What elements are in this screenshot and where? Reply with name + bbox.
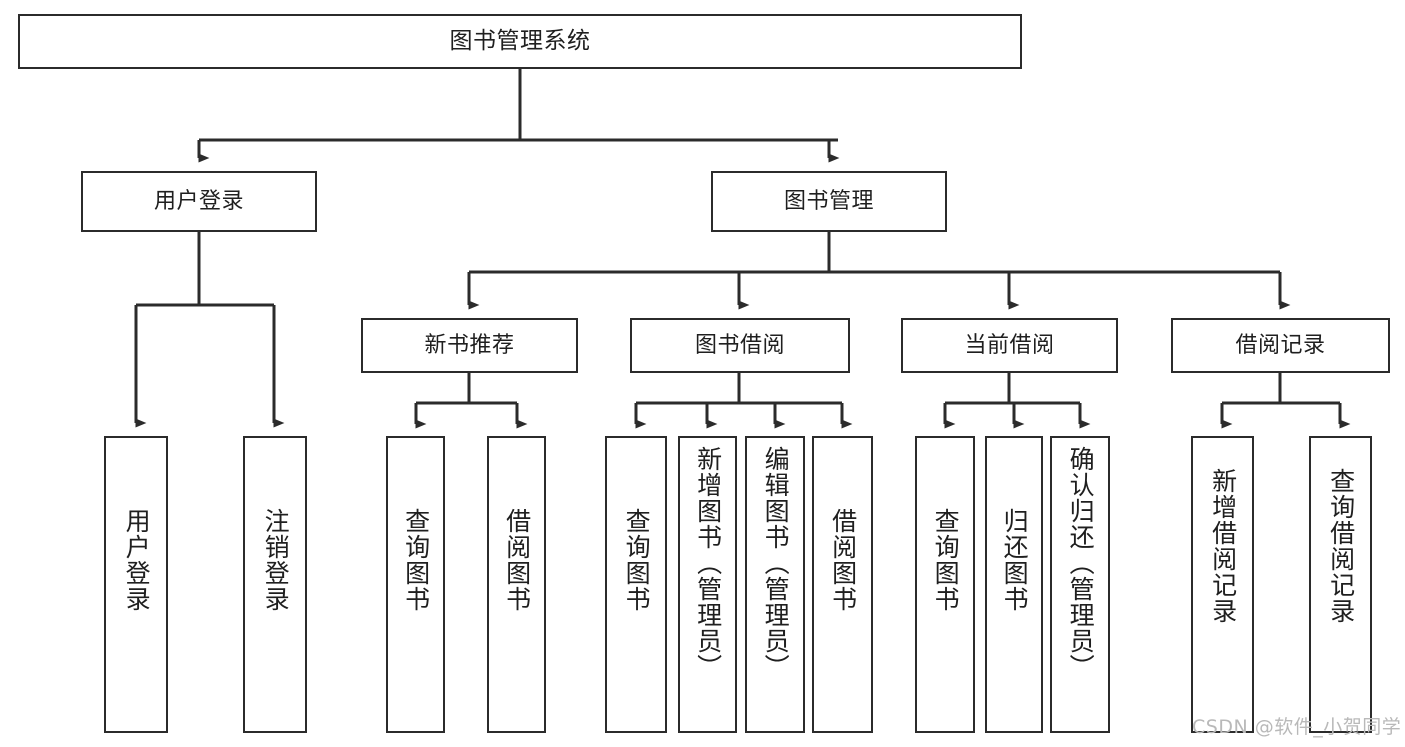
node-leaf-confirm-return-admin-label: 确认归还（管理员） xyxy=(1066,446,1096,680)
node-leaf-borrow-book[interactable]: 借阅图书 xyxy=(812,436,873,733)
csdn-watermark: CSDN @软件_小贺同学 xyxy=(1192,716,1402,738)
node-leaf-query-borrow-record-label: 查询借阅记录 xyxy=(1326,468,1356,624)
node-leaf-query-book-rec-label: 查询图书 xyxy=(401,508,431,612)
node-leaf-user-login-label: 用户登录 xyxy=(122,508,152,612)
node-leaf-query-book-borrow-label: 查询图书 xyxy=(622,508,652,612)
node-leaf-borrow-book-rec[interactable]: 借阅图书 xyxy=(487,436,546,733)
node-root[interactable]: 图书管理系统 xyxy=(18,14,1022,69)
node-leaf-query-book-borrow[interactable]: 查询图书 xyxy=(605,436,667,733)
node-borrow-record-label: 借阅记录 xyxy=(1235,332,1326,358)
node-leaf-query-book-rec[interactable]: 查询图书 xyxy=(386,436,445,733)
node-leaf-logout-login[interactable]: 注销登录 xyxy=(243,436,307,733)
node-user-login-label: 用户登录 xyxy=(153,188,244,214)
node-leaf-return-book-label: 归还图书 xyxy=(1000,508,1030,612)
node-leaf-user-login[interactable]: 用户登录 xyxy=(104,436,168,733)
node-leaf-borrow-book-label: 借阅图书 xyxy=(828,508,858,612)
node-leaf-edit-book-admin[interactable]: 编辑图书（管理员） xyxy=(745,436,805,733)
node-leaf-query-book-current-label: 查询图书 xyxy=(931,508,961,612)
node-borrow-record[interactable]: 借阅记录 xyxy=(1171,318,1390,373)
node-current-borrow[interactable]: 当前借阅 xyxy=(901,318,1118,373)
node-leaf-add-book-admin[interactable]: 新增图书（管理员） xyxy=(678,436,737,733)
node-leaf-confirm-return-admin[interactable]: 确认归还（管理员） xyxy=(1050,436,1110,733)
node-book-management-label: 图书管理 xyxy=(783,188,874,214)
node-root-label: 图书管理系统 xyxy=(449,27,591,54)
node-leaf-add-borrow-record[interactable]: 新增借阅记录 xyxy=(1191,436,1254,733)
node-user-login[interactable]: 用户登录 xyxy=(81,171,317,232)
node-leaf-edit-book-admin-label: 编辑图书（管理员） xyxy=(761,446,791,680)
node-leaf-return-book[interactable]: 归还图书 xyxy=(985,436,1043,733)
node-book-management[interactable]: 图书管理 xyxy=(711,171,947,232)
node-current-borrow-label: 当前借阅 xyxy=(964,332,1055,358)
node-leaf-query-book-current[interactable]: 查询图书 xyxy=(915,436,975,733)
node-leaf-add-borrow-record-label: 新增借阅记录 xyxy=(1208,468,1238,624)
node-new-book-recommend-label: 新书推荐 xyxy=(424,332,515,358)
node-new-book-recommend[interactable]: 新书推荐 xyxy=(361,318,578,373)
node-leaf-logout-login-label: 注销登录 xyxy=(261,508,291,612)
node-book-borrow-label: 图书借阅 xyxy=(694,332,785,358)
node-book-borrow[interactable]: 图书借阅 xyxy=(630,318,850,373)
node-leaf-borrow-book-rec-label: 借阅图书 xyxy=(502,508,532,612)
node-leaf-add-book-admin-label: 新增图书（管理员） xyxy=(693,446,723,680)
node-leaf-query-borrow-record[interactable]: 查询借阅记录 xyxy=(1309,436,1372,733)
